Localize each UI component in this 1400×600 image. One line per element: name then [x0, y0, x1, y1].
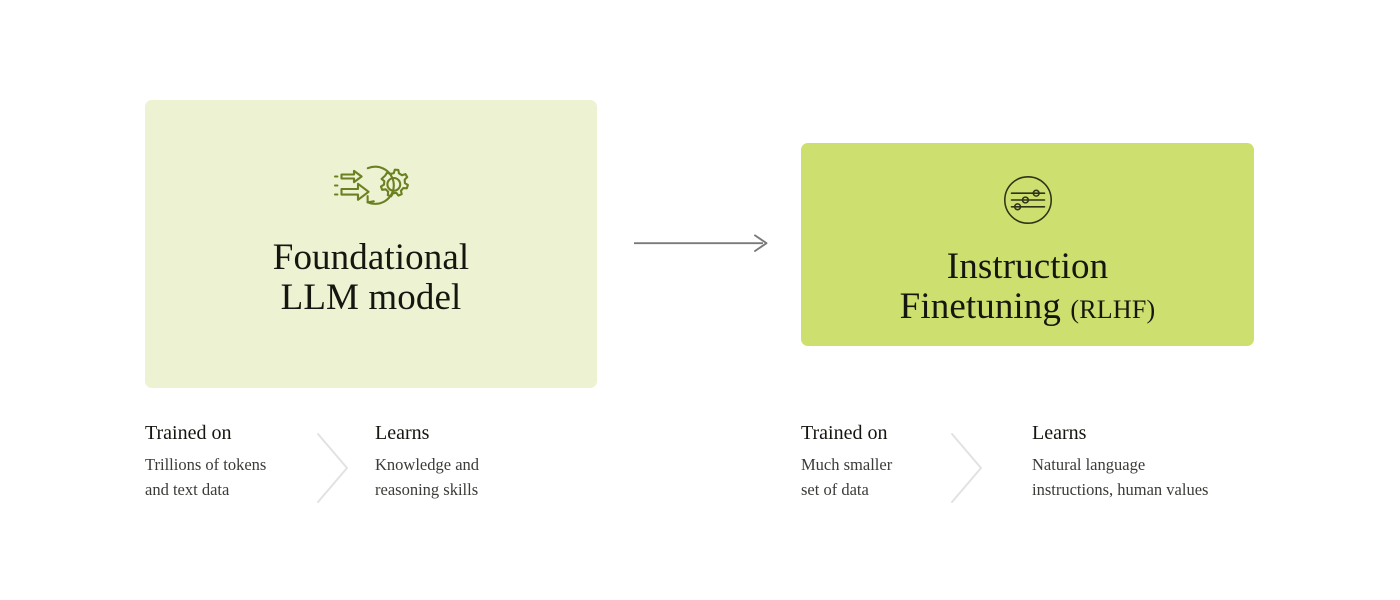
caption-body: Knowledge and reasoning skills	[375, 452, 575, 502]
caption-heading: Trained on	[145, 422, 232, 444]
caption-heading: Trained on	[801, 422, 888, 444]
stage-flow-arrow	[630, 228, 772, 258]
caption-trained-on: Trained on Much smaller set of data	[801, 421, 947, 502]
caption-body-line1: Natural language	[1032, 455, 1146, 474]
caption-learns: Learns Natural language instructions, hu…	[1032, 421, 1262, 502]
caption-group-foundational: Trained on Trillions of tokens and text …	[145, 421, 575, 505]
stage-card-title-line2: Finetuning	[899, 285, 1061, 327]
stage-card-title: Instruction Finetuning (RLHF)	[900, 247, 1156, 326]
caption-body-line2: set of data	[801, 480, 869, 500]
sliders-tuning-circle-icon	[1003, 175, 1053, 225]
caption-heading: Learns	[1032, 422, 1087, 444]
chevron-right-icon	[313, 421, 375, 505]
chevron-right-icon	[947, 421, 1032, 505]
caption-body: Trillions of tokens and text data	[145, 452, 313, 502]
stage-card-title-line1: Instruction	[946, 246, 1109, 287]
caption-body-line2: instructions, human values	[1032, 480, 1209, 500]
caption-body-line2: reasoning skills	[375, 480, 479, 500]
caption-trained-on: Trained on Trillions of tokens and text …	[145, 421, 313, 502]
caption-group-instruction: Trained on Much smaller set of data Lear…	[801, 421, 1262, 505]
stage-card-foundational: Foundational LLM model	[145, 100, 597, 388]
caption-body: Natural language instructions, human val…	[1032, 452, 1262, 502]
caption-body-line1: Trillions of tokens	[145, 455, 267, 474]
stage-card-title-suffix: (RLHF)	[1070, 294, 1156, 324]
stage-card-title-line2: LLM model	[280, 276, 462, 318]
stage-card-title-line1: Foundational	[272, 237, 470, 278]
stage-card-instruction: Instruction Finetuning (RLHF)	[801, 143, 1254, 346]
caption-body-line2: and text data	[145, 480, 230, 500]
caption-body-line1: Much smaller	[801, 455, 893, 474]
stage-card-title-line2-group: Finetuning (RLHF)	[899, 285, 1156, 327]
caption-learns: Learns Knowledge and reasoning skills	[375, 421, 575, 502]
caption-body-line1: Knowledge and	[375, 455, 480, 474]
caption-heading: Learns	[375, 422, 430, 444]
caption-body: Much smaller set of data	[801, 452, 947, 502]
stage-card-title: Foundational LLM model	[273, 238, 469, 317]
gear-process-arrow-icon	[333, 158, 409, 214]
